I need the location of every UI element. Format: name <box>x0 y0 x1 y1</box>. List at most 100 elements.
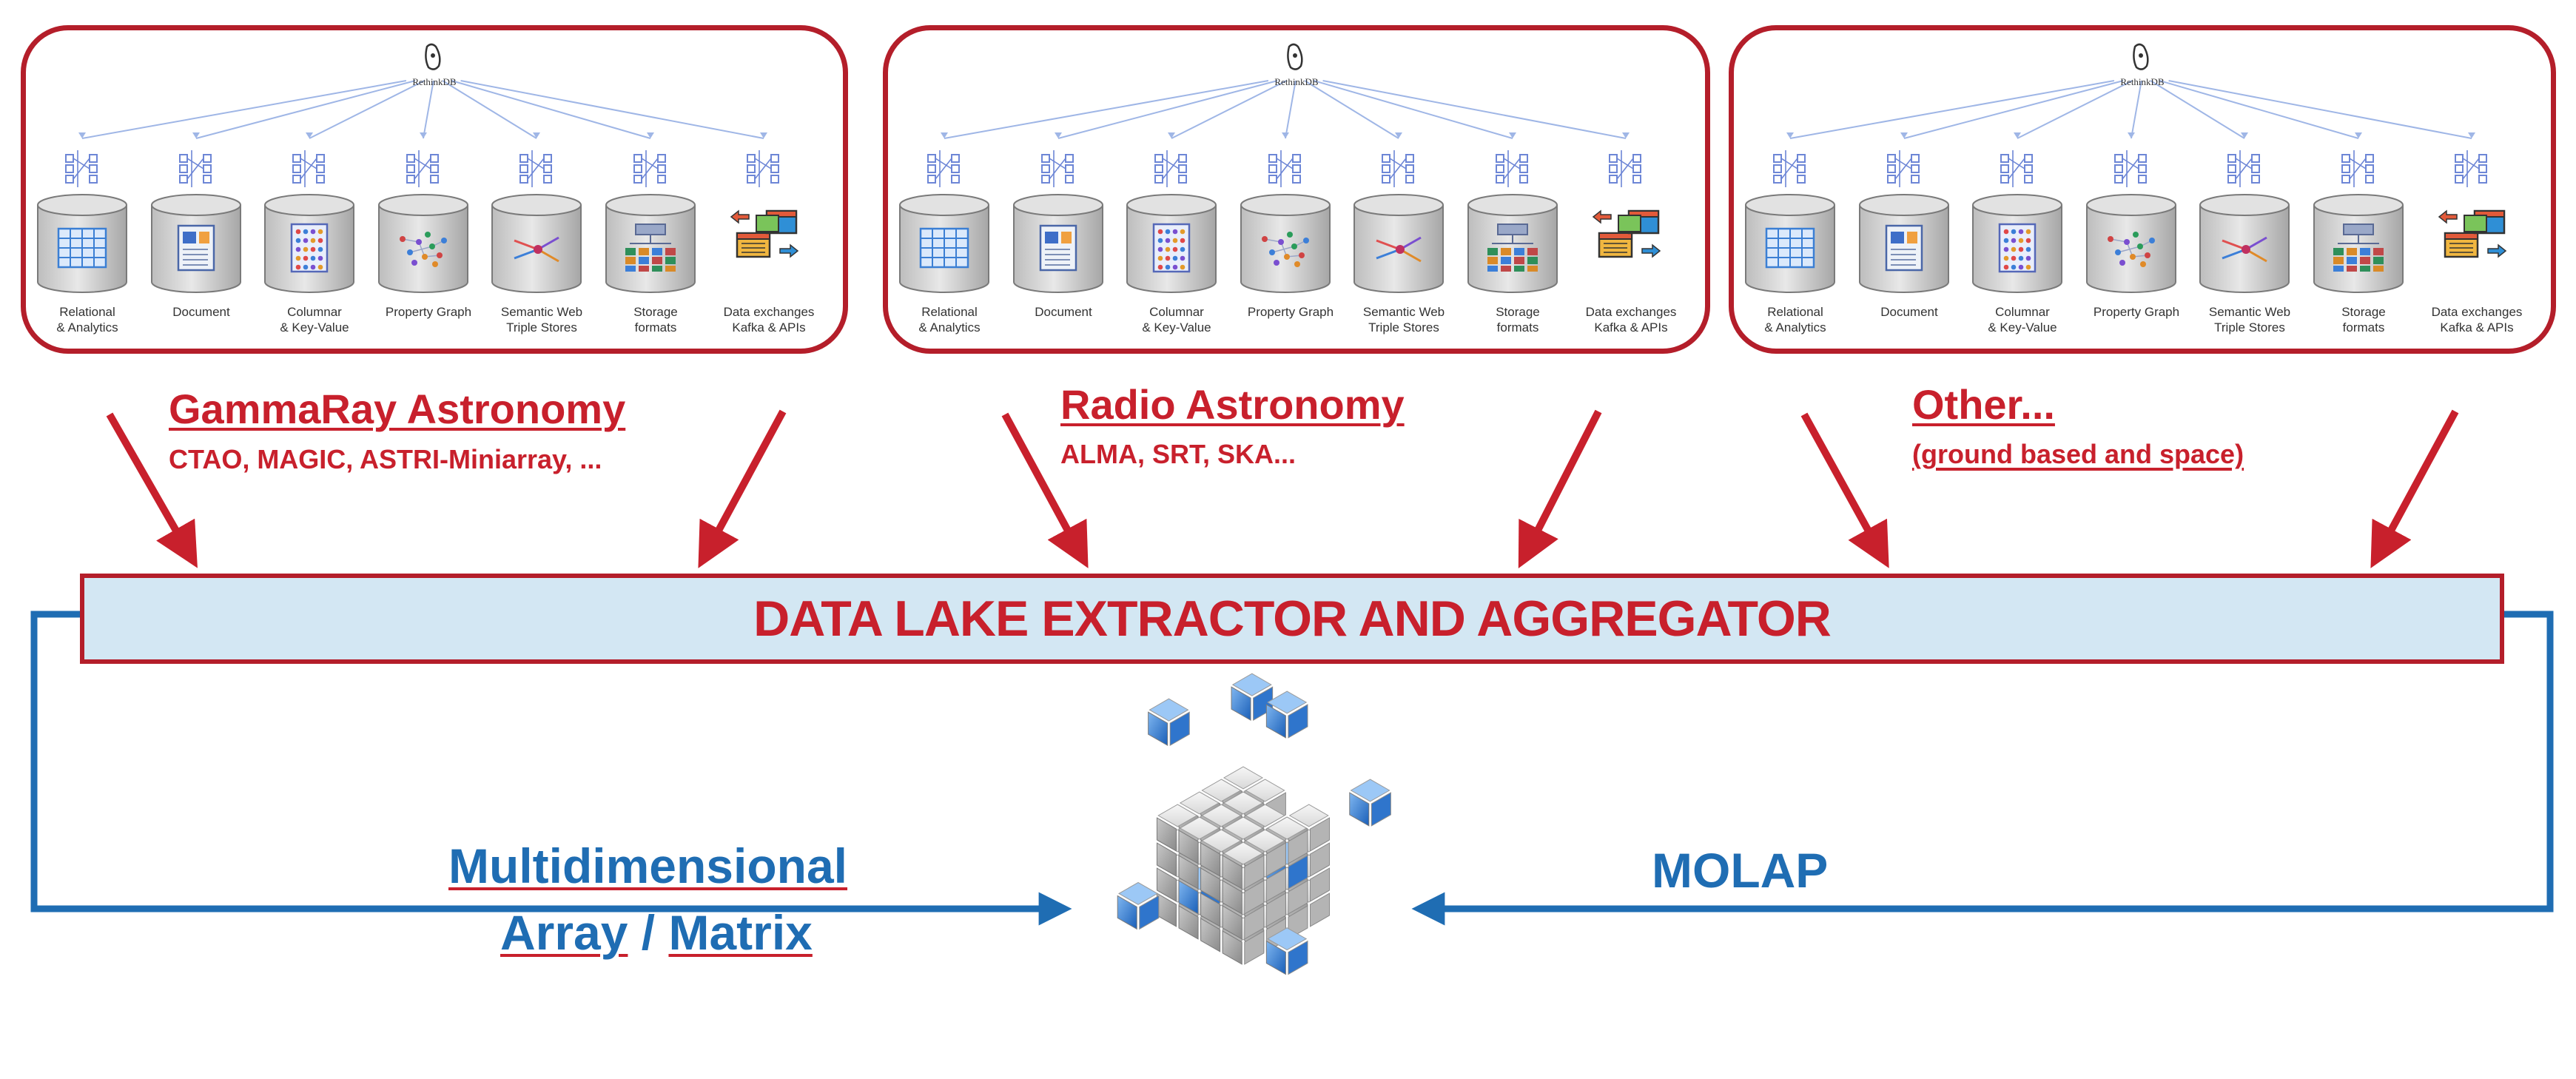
data-lake-bar: DATA LAKE EXTRACTOR AND AGGREGATOR <box>80 574 2504 664</box>
store-table <box>899 150 989 293</box>
graph-icon <box>1262 232 1309 267</box>
store-label: Data exchanges Kafka & APIs <box>1585 305 1677 335</box>
schema-diagram-icon <box>1382 150 1414 187</box>
store-label: Relational & Analytics <box>1764 305 1826 335</box>
panel-diagram <box>37 43 799 293</box>
label-molap: MOLAP <box>1652 843 1829 898</box>
store-label: Storage formats <box>1496 305 1540 335</box>
triple-store-icon <box>2222 236 2267 263</box>
source-title-radio: Radio Astronomy <box>1060 381 1405 428</box>
schema-diagram-icon <box>1154 150 1187 187</box>
rethinkdb-connectors <box>941 80 1630 139</box>
source-subtitle-other: (ground based and space) <box>1912 439 2244 469</box>
storage-icon <box>625 223 676 272</box>
schema-diagram-icon <box>1609 150 1641 187</box>
rethinkdb-label: RethinkDB <box>412 76 457 87</box>
store-label: Data exchanges Kafka & APIs <box>723 305 815 335</box>
store-storage <box>605 150 696 293</box>
store-label: Semantic Web Triple Stores <box>2208 305 2291 335</box>
store-graph <box>1240 150 1331 293</box>
store-label: Columnar & Key-Value <box>1142 305 1211 335</box>
graph-icon <box>400 232 447 267</box>
store-columnar <box>264 150 354 293</box>
schema-diagram-icon <box>2455 150 2487 187</box>
source-subtitle-radio: ALMA, SRT, SKA... <box>1060 439 1297 469</box>
columnar-icon <box>1998 223 2037 273</box>
store-columnar <box>1972 150 2062 293</box>
schema-diagram-icon <box>2000 150 2033 187</box>
label-multidimensional: Multidimensional <box>448 838 848 893</box>
store-label: Property Graph <box>385 305 472 319</box>
schema-diagram-icon <box>65 150 98 187</box>
store-columnar <box>1126 150 1217 293</box>
store-triple-store <box>1353 150 1444 293</box>
store-label: Data exchanges Kafka & APIs <box>2431 305 2523 335</box>
store-triple-store <box>491 150 582 293</box>
schema-diagram-icon <box>1496 150 1528 187</box>
storage-icon <box>1487 223 1538 272</box>
store-label: Semantic Web Triple Stores <box>1362 305 1445 335</box>
store-storage <box>1467 150 1558 293</box>
panel-diagram <box>1745 43 2507 293</box>
blue-flow-right <box>1411 611 2554 926</box>
table-icon <box>919 227 969 269</box>
store-label: Columnar & Key-Value <box>280 305 349 335</box>
store-label: Property Graph <box>2093 305 2180 319</box>
schema-diagram-icon <box>292 150 325 187</box>
store-label: Columnar & Key-Value <box>1988 305 2057 335</box>
table-icon <box>1765 227 1815 269</box>
schema-diagram-icon <box>179 150 212 187</box>
store-table <box>1745 150 1835 293</box>
rethinkdb-connectors <box>78 80 767 139</box>
data-exchange-icon <box>2438 209 2507 258</box>
schema-diagram-icon <box>519 150 552 187</box>
store-label: Relational & Analytics <box>918 305 981 335</box>
columnar-icon <box>1152 223 1191 273</box>
data-lake-title: DATA LAKE EXTRACTOR AND AGGREGATOR <box>753 591 1832 647</box>
store-storage <box>2313 150 2404 293</box>
store-data-exchange <box>730 150 799 258</box>
schema-diagram-icon <box>406 150 439 187</box>
rethinkdb-connectors <box>1786 80 2475 139</box>
schema-diagram-icon <box>1268 150 1301 187</box>
triple-store-icon <box>514 236 559 263</box>
data-exchange-icon <box>730 209 799 258</box>
store-data-exchange <box>1592 150 1661 258</box>
schema-diagram-icon <box>1773 150 1806 187</box>
document-icon <box>177 224 215 272</box>
label-array-matrix: Array / Matrix <box>500 905 813 960</box>
store-triple-store <box>2199 150 2290 293</box>
rethinkdb-label: RethinkDB <box>2120 76 2165 87</box>
blue-flow-left <box>30 611 1072 926</box>
document-icon <box>1039 224 1077 272</box>
rethinkdb-logo-icon <box>425 43 441 70</box>
data-cube-icon <box>1117 673 1391 975</box>
schema-diagram-icon <box>2341 150 2374 187</box>
store-document <box>1859 150 1949 293</box>
store-label: Document <box>172 305 230 319</box>
storage-icon <box>2333 223 2384 272</box>
document-icon <box>1885 224 1923 272</box>
graph-icon <box>2108 232 2155 267</box>
schema-diagram-icon <box>1041 150 1074 187</box>
store-table <box>37 150 127 293</box>
store-data-exchange <box>2438 150 2507 258</box>
rethinkdb-logo-icon <box>1287 43 1303 70</box>
source-title-other: Other... <box>1912 381 2055 428</box>
store-label: Semantic Web Triple Stores <box>500 305 583 335</box>
store-document <box>1013 150 1103 293</box>
rethinkdb-label: RethinkDB <box>1274 76 1319 87</box>
red-arrows-gammaray <box>106 409 787 568</box>
schema-diagram-icon <box>747 150 779 187</box>
schema-diagram-icon <box>2114 150 2147 187</box>
store-label: Storage formats <box>2341 305 2386 335</box>
columnar-icon <box>290 223 329 273</box>
store-document <box>151 150 241 293</box>
red-arrows-other <box>1800 409 2459 568</box>
panel-diagram <box>899 43 1661 293</box>
store-label: Property Graph <box>1247 305 1334 319</box>
